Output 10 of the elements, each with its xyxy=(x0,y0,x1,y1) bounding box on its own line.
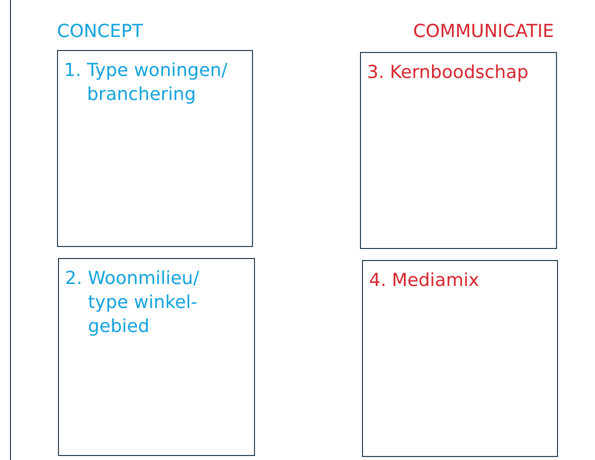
text-box xyxy=(58,258,255,456)
column-heading: COMMUNICATIE xyxy=(413,20,554,44)
box-heading: 2. Woonmilieu/ type winkel- gebied xyxy=(65,267,200,339)
box-heading: 4. Mediamix xyxy=(369,269,480,293)
box-heading: 3. Kernboodschap xyxy=(367,61,530,85)
text-box xyxy=(360,52,557,249)
column-heading: CONCEPT xyxy=(57,20,143,44)
text-box xyxy=(362,260,558,457)
text-box xyxy=(57,50,253,247)
box-heading: 1. Type woningen/ branchering xyxy=(64,59,228,107)
